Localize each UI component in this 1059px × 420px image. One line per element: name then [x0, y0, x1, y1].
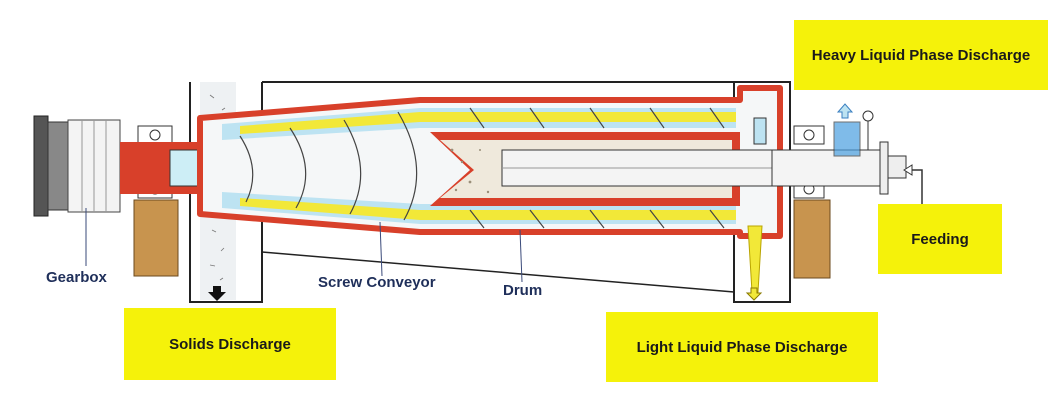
- screw-conveyor-label: Screw Conveyor: [318, 274, 436, 291]
- heavy-liquid-weir: [753, 117, 767, 145]
- light-liquid-callout: Light Liquid Phase Discharge: [606, 312, 878, 382]
- solids-discharge-callout: Solids Discharge: [124, 308, 336, 380]
- screw-flights: [239, 107, 725, 229]
- gearbox-pulley: [33, 115, 121, 217]
- light-liquid-stream: [745, 225, 763, 301]
- drum-label: Drum: [503, 282, 543, 299]
- heavy-liquid-callout: Heavy Liquid Phase Discharge: [794, 20, 1048, 90]
- inner-shaft: [430, 132, 773, 206]
- feed-pipe: [771, 103, 923, 216]
- right-bearing: [793, 125, 831, 279]
- leader-lines: [85, 208, 523, 283]
- feeding-callout: Feeding: [878, 204, 1002, 274]
- gearbox-label: Gearbox: [46, 269, 107, 286]
